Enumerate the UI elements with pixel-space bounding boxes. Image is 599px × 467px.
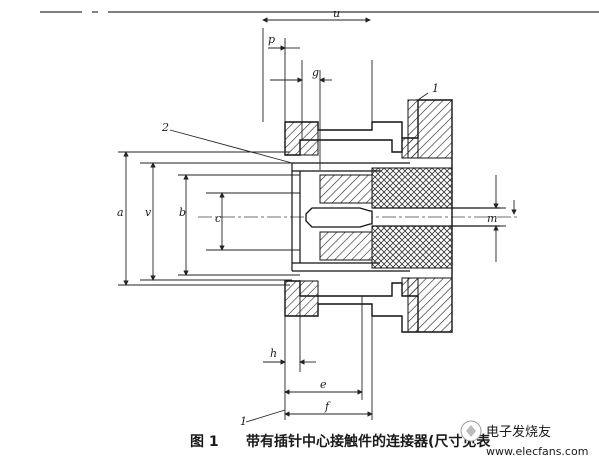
figure-caption: 带有插针中心接触件的连接器(尺寸见表 [246,433,491,450]
leader-lines [169,92,429,423]
dim-label-b: b [179,206,186,219]
dim-label-u: u [333,7,340,20]
top-extensions [262,17,373,170]
watermark-mark-icon [466,425,476,437]
dim-label-p: p [268,33,275,46]
dim-label-c: c [215,212,221,225]
center-pin [305,207,500,228]
shell-hatch [284,99,453,333]
dielectric [319,167,453,269]
watermark-url: www.elecfans.com [486,445,588,458]
bottom-dimensions [263,296,373,420]
dim-label-f: f [324,400,331,413]
dim-label-v: v [145,206,152,219]
vertical-dimensions [123,151,517,286]
inner-sleeve [291,162,410,272]
callout-2: 2 [161,121,169,134]
watermark-text: 电子发烧友 [486,424,551,440]
dim-label-h: h [270,347,277,360]
callout-1-bottom: 1 [240,415,247,428]
extension-lines [118,151,300,286]
dim-label-e: e [320,378,327,391]
callout-1-top: 1 [432,82,439,95]
watermark: 电子发烧友 www.elecfans.com [460,420,588,458]
dim-label-m: m [487,212,497,225]
dim-label-a: a [117,206,124,219]
dim-label-g: g [312,66,319,79]
figure-number: 图 1 [190,434,219,450]
